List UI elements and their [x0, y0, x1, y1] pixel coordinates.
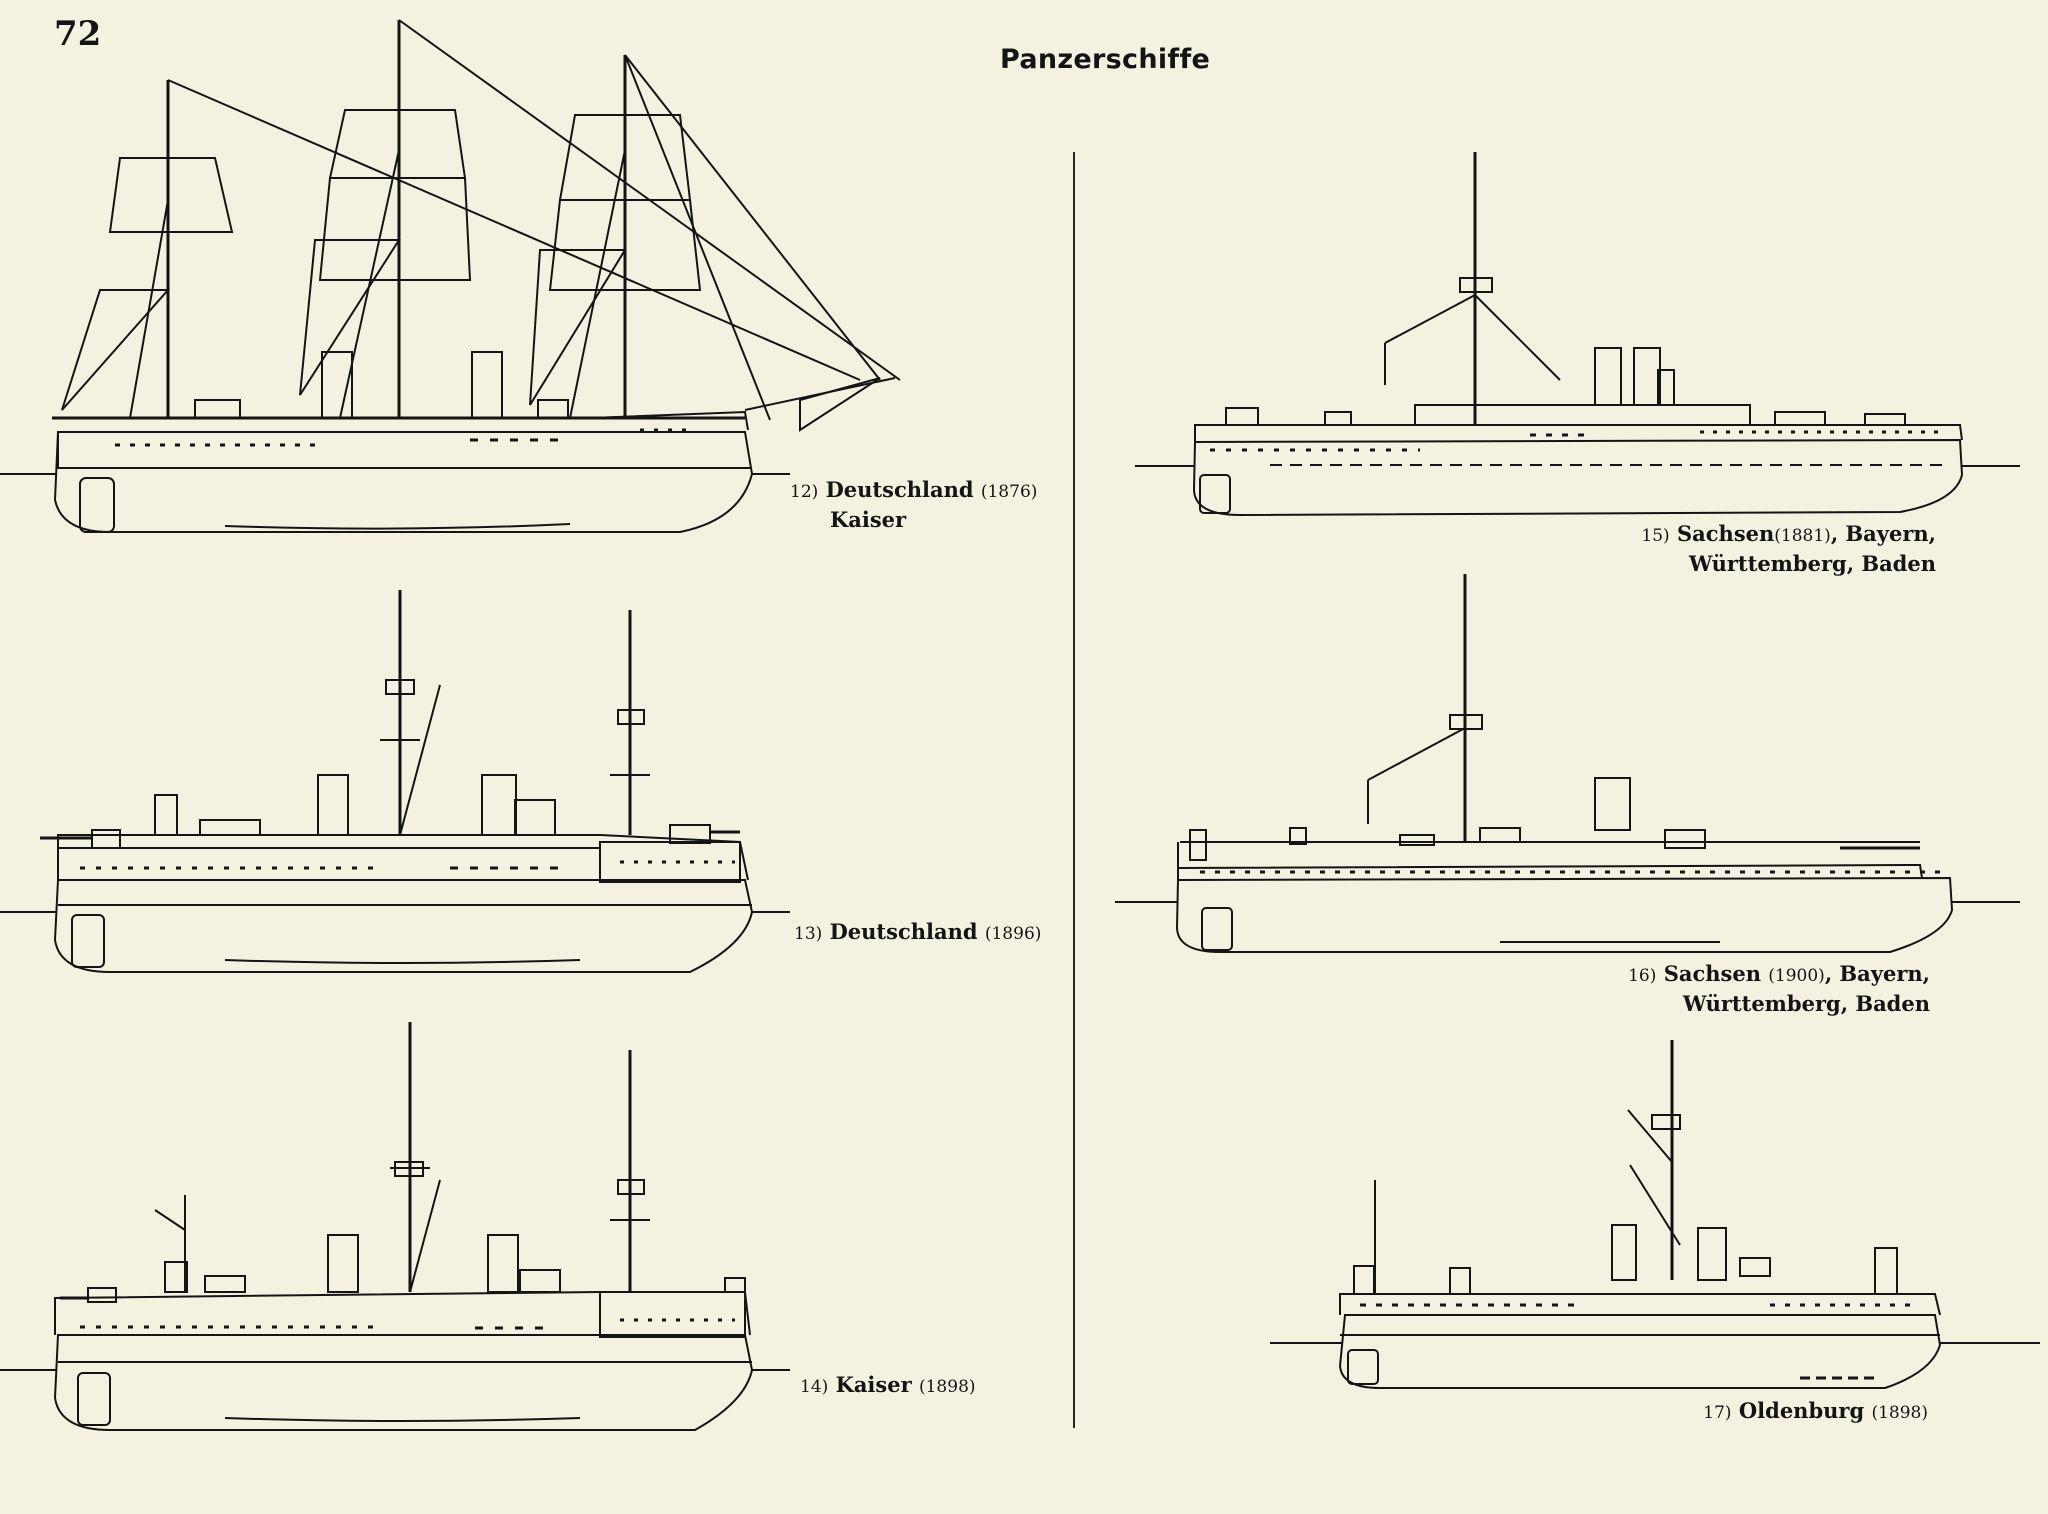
page-title: Panzerschiffe — [1000, 44, 1211, 75]
caption-ship-15: 15) Sachsen(1881), Bayern, Württemberg, … — [1641, 521, 1936, 576]
caption-ship-17: 17) Oldenburg (1898) — [1703, 1398, 1928, 1423]
ship-drawing-12 — [0, 0, 1070, 560]
ship-drawing-14 — [0, 1022, 1000, 1450]
ship-drawing-17 — [1270, 1040, 2040, 1420]
caption-ship-13: 13) Deutschland (1896) — [794, 919, 1042, 944]
caption-ship-12: 12) Deutschland (1876) Kaiser — [790, 477, 1038, 532]
page-number: 72 — [54, 14, 102, 54]
ship-drawing-13 — [0, 580, 1000, 1000]
ship-drawing-16 — [1110, 574, 2020, 980]
column-divider — [1073, 152, 1075, 1428]
caption-ship-14: 14) Kaiser (1898) — [800, 1372, 976, 1397]
ship-drawing-15 — [1110, 130, 2020, 530]
caption-ship-16: 16) Sachsen (1900), Bayern, Württemberg,… — [1628, 961, 1930, 1016]
